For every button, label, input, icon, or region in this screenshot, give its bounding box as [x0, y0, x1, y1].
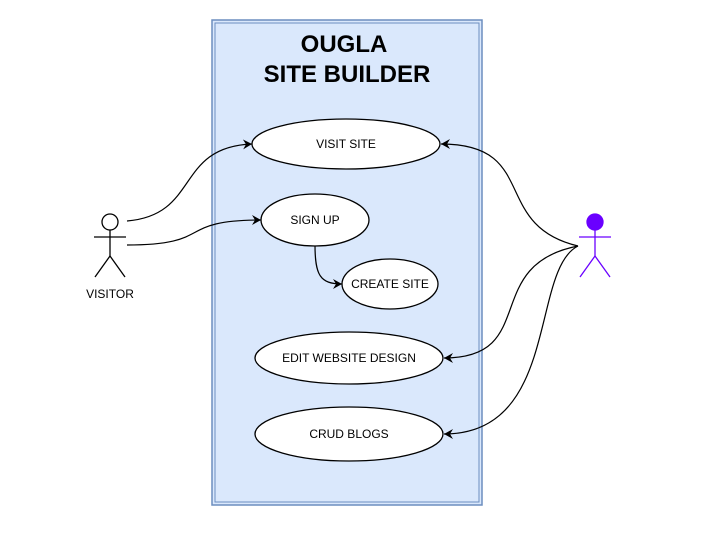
system-title-line2: SITE BUILDER	[264, 61, 431, 88]
system-title-line1: OUGLA	[301, 31, 388, 58]
use-case-create-site-label: CREATE SITE	[351, 277, 429, 291]
edge-admin-crud-blogs	[443, 245, 579, 439]
edge-visitor-visit-site	[126, 139, 253, 222]
use-case-create-site[interactable]: CREATE SITE	[341, 258, 439, 310]
actor-visitor-head	[101, 213, 119, 231]
use-case-visit-site[interactable]: VISIT SITE	[251, 118, 441, 170]
edge-admin-visit-site	[440, 139, 579, 247]
use-case-sign-up[interactable]: SIGN UP	[260, 193, 370, 247]
edge-sign-up-create-site	[314, 244, 343, 289]
use-case-crud-blogs[interactable]: CRUD BLOGS	[254, 406, 444, 462]
actor-admin-head	[586, 213, 604, 231]
actor-visitor[interactable]	[94, 213, 126, 278]
actor-visitor-label: VISITOR	[86, 287, 134, 301]
use-case-visit-site-label: VISIT SITE	[316, 137, 376, 151]
actor-admin[interactable]	[579, 213, 611, 278]
use-case-edit-design[interactable]: EDIT WEBSITE DESIGN	[254, 331, 444, 385]
use-case-sign-up-label: SIGN UP	[290, 213, 339, 227]
use-case-crud-blogs-label: CRUD BLOGS	[309, 427, 388, 441]
edge-visitor-sign-up	[126, 215, 262, 246]
edge-admin-edit-design	[443, 245, 579, 363]
use-case-edit-design-label: EDIT WEBSITE DESIGN	[282, 351, 416, 365]
